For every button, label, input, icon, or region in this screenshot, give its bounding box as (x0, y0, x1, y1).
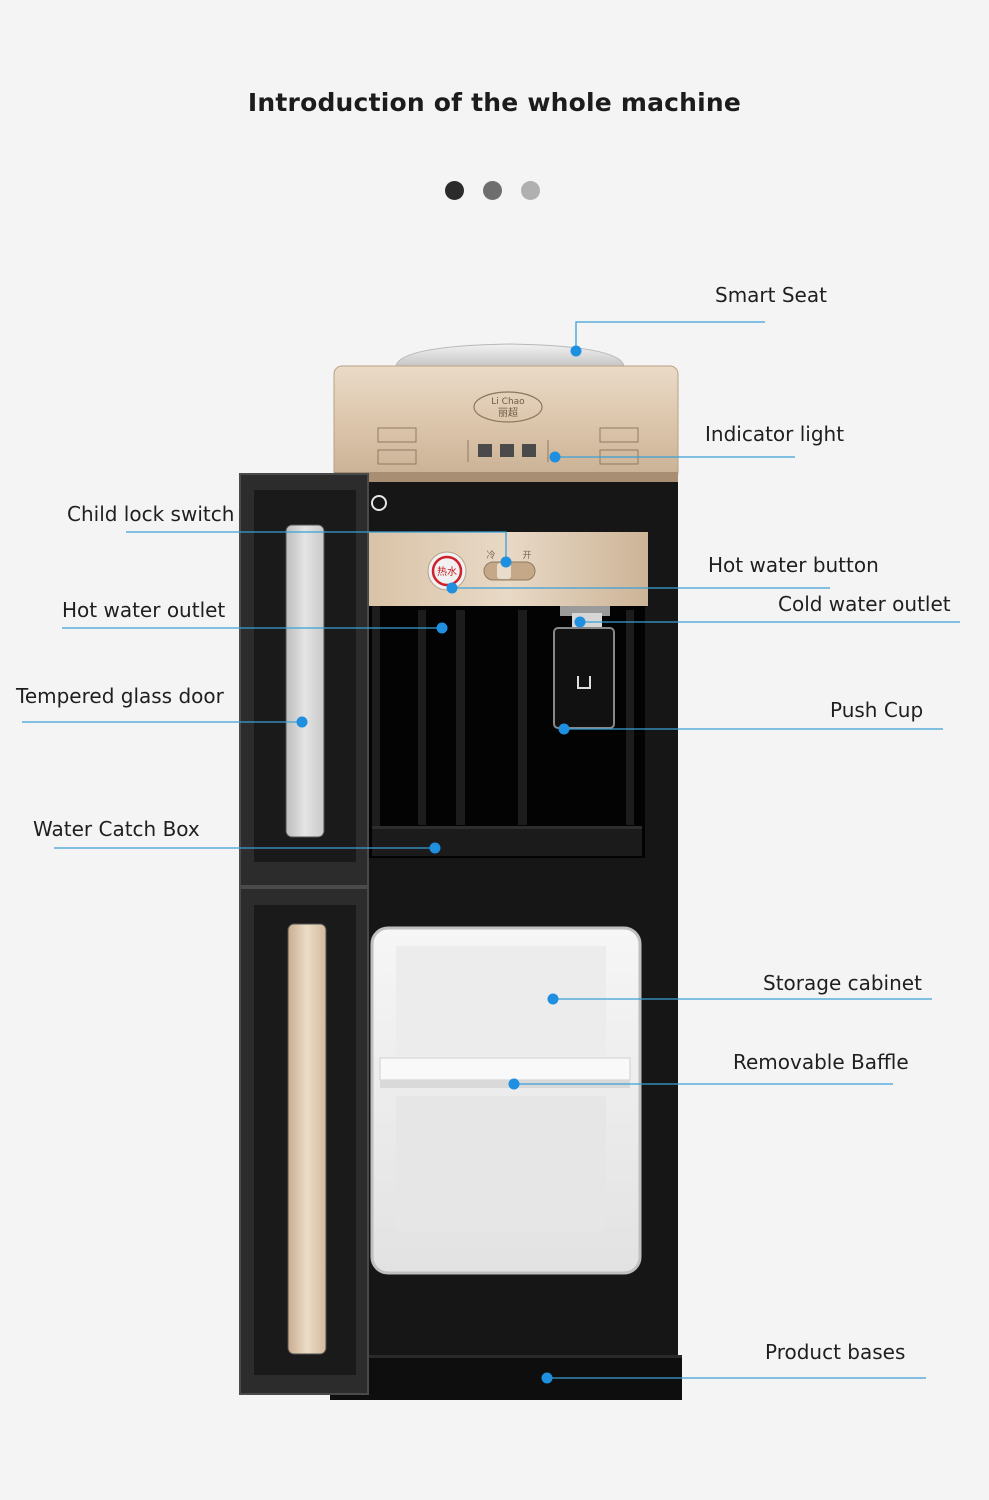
marker-product-bases (542, 1373, 553, 1384)
marker-tempered-glass-door (297, 717, 308, 728)
label-smart-seat: Smart Seat (715, 283, 827, 307)
top-control-panel: Li Chao 丽超 (334, 344, 678, 482)
label-hot-water-button: Hot water button (708, 553, 879, 577)
brand-top-text: Li Chao (491, 397, 525, 407)
tempered-glass-door (286, 525, 324, 837)
marker-indicator-light (550, 452, 561, 463)
label-water-catch-box: Water Catch Box (33, 817, 200, 841)
label-child-lock-switch: Child lock switch (67, 502, 234, 526)
label-tempered-glass-door: Tempered glass door (16, 684, 224, 708)
indicator-light-1 (478, 444, 492, 457)
brand-bottom-text: 丽超 (498, 406, 518, 419)
lock-left-label: 冷 (486, 549, 495, 561)
label-hot-water-outlet: Hot water outlet (62, 598, 225, 622)
label-removable-baffle: Removable Baffle (733, 1050, 909, 1074)
smart-seat (396, 344, 624, 366)
label-cold-water-outlet: Cold water outlet (778, 592, 951, 616)
indicator-light-2 (500, 444, 514, 457)
hot-button-label: 热水 (437, 565, 457, 578)
label-push-cup: Push Cup (830, 698, 923, 722)
water-catch-box (372, 826, 642, 856)
marker-water-catch-box (430, 843, 441, 854)
marker-smart-seat (571, 346, 582, 357)
indicator-light-3 (522, 444, 536, 457)
push-cup[interactable] (554, 628, 614, 728)
marker-hot-water-outlet (437, 623, 448, 634)
marker-push-cup (559, 724, 570, 735)
marker-child-lock-switch (501, 557, 512, 568)
label-indicator-light: Indicator light (705, 422, 844, 446)
dispensing-panel: 热水 冷 开 (367, 532, 648, 606)
marker-cold-water-outlet (575, 617, 586, 628)
leader-line-smart-seat (576, 322, 765, 351)
label-storage-cabinet: Storage cabinet (763, 971, 922, 995)
removable-baffle (380, 1058, 630, 1080)
lock-right-label: 开 (522, 550, 531, 561)
marker-hot-water-button (447, 583, 458, 594)
dispensing-recess (369, 606, 645, 858)
upper-glass-door (240, 474, 368, 886)
label-product-bases: Product bases (765, 1340, 905, 1364)
marker-removable-baffle (509, 1079, 520, 1090)
marker-storage-cabinet (548, 994, 559, 1005)
storage-cabinet (372, 928, 640, 1273)
lower-glass-door (240, 888, 368, 1394)
